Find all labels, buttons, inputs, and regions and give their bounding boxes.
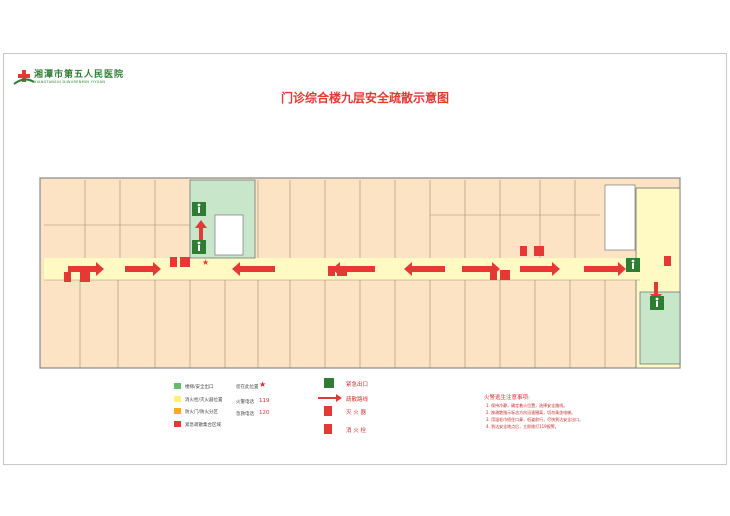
arrow-right-1	[68, 262, 104, 276]
arrow-left-2	[332, 262, 375, 276]
legend-mid-label-0: 您在此位置	[236, 385, 259, 390]
extinguisher-3	[328, 266, 335, 276]
rooms-north	[44, 180, 600, 258]
extinguisher-4	[490, 270, 497, 280]
arrow-right-4	[520, 262, 560, 276]
legend-swatch-yellow	[174, 396, 181, 402]
hospital-logo	[13, 70, 35, 85]
legend-icons	[318, 378, 342, 434]
extinguisher-5	[520, 246, 527, 256]
arrow-left-3	[404, 262, 445, 276]
hydrant-2	[180, 257, 190, 267]
note-item-1: 2. 按疏散指示标志方向迅速撤离，切勿乘坐电梯。	[486, 410, 576, 415]
lift-shaft-1	[214, 214, 244, 256]
hydrant-4	[500, 270, 510, 280]
hydrant-icon	[324, 424, 332, 434]
page-title: 门诊综合楼九层安全疏散示意图	[280, 91, 449, 105]
arrow-right-5	[584, 262, 626, 276]
extinguisher-6	[664, 256, 671, 266]
legend-label-0: 楼梯/安全出口	[185, 385, 214, 390]
legend-mid-label-2: 急救电话	[236, 412, 254, 417]
exit-icon	[324, 378, 334, 388]
lift-shaft-2	[604, 184, 636, 251]
hydrant-5	[534, 246, 544, 256]
legend-label-3: 紧急疏散集合区域	[185, 423, 221, 428]
rooms-south	[44, 279, 640, 368]
legend-right-label-2: 灭 火 器	[346, 410, 366, 416]
arrow-right-2	[125, 262, 161, 276]
hospital-name: 湘潭市第五人民医院	[34, 70, 125, 80]
arrow-icon	[318, 394, 342, 402]
you-are-here-marker: ★	[202, 258, 209, 267]
legend-label-1: 消火栓/灭火器位置	[185, 398, 223, 403]
legend-swatch-green	[174, 383, 181, 389]
hydrant-1	[80, 272, 90, 282]
legend-mid-value-1: 119	[259, 398, 270, 404]
extinguisher-icon	[324, 406, 332, 416]
legend-mid-label-1: 火警电话	[236, 400, 254, 405]
legend-right-label-3: 消 火 栓	[346, 428, 366, 434]
hospital-name-en: XIANGTANSHI DIWURENMIN YIYUAN	[34, 80, 106, 84]
note-item-0: 1. 保持冷静，确定着火位置，选择安全路线。	[486, 403, 568, 408]
note-item-2: 3. 用湿毛巾捂住口鼻，低姿前行，尽快到达安全出口。	[486, 417, 584, 422]
arrow-left-1	[232, 262, 275, 276]
fire-equipment	[64, 246, 671, 282]
legend-mid-value-2: 120	[259, 410, 270, 416]
notes-title: 火警逃生注意事项:	[484, 395, 530, 401]
legend-right-label-1: 疏散路线	[346, 397, 369, 403]
arrow-up-1	[195, 220, 207, 242]
note-item-3: 4. 到达安全地点后，立即拨打119报警。	[486, 424, 559, 429]
exit-signs	[192, 202, 664, 310]
legend-swatches	[174, 383, 181, 427]
hydrant-3	[337, 266, 347, 276]
legend-right-label-0: 紧急出口	[346, 382, 369, 388]
legend-mid-value-0: ★	[259, 380, 267, 389]
extinguisher-2	[170, 257, 177, 267]
legend-label-2: 防火门/防火分区	[185, 410, 219, 415]
arrow-right-3	[462, 262, 500, 276]
extinguisher-1	[64, 272, 71, 282]
legend-swatch-red	[174, 421, 181, 427]
legend-swatch-orange	[174, 408, 181, 414]
